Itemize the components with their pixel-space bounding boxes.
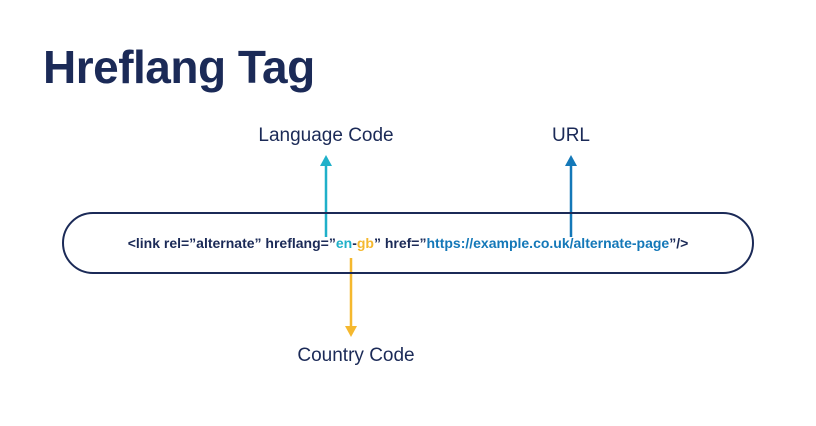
hreflang-code: <link rel=”alternate” hreflang=”en-gb” h… — [64, 235, 752, 251]
language-arrow — [320, 155, 332, 237]
language-code-label: Language Code — [258, 125, 394, 146]
language-code: en — [335, 235, 353, 251]
url-arrow — [565, 155, 577, 237]
code-middle: ” href=” — [373, 235, 427, 251]
code-suffix: ”/> — [669, 235, 689, 251]
page-title: Hreflang Tag — [43, 41, 315, 93]
code-url: https://example.co.uk/alternate-page — [426, 235, 670, 251]
country-code-label: Country Code — [297, 345, 415, 366]
country-code: gb — [356, 235, 374, 251]
code-pill: <link rel=”alternate” hreflang=”en-gb” h… — [62, 212, 754, 274]
url-label: URL — [551, 125, 591, 146]
country-arrow — [345, 258, 357, 337]
code-prefix: <link rel=”alternate” hreflang=” — [127, 235, 336, 251]
code-dash: - — [352, 235, 357, 251]
